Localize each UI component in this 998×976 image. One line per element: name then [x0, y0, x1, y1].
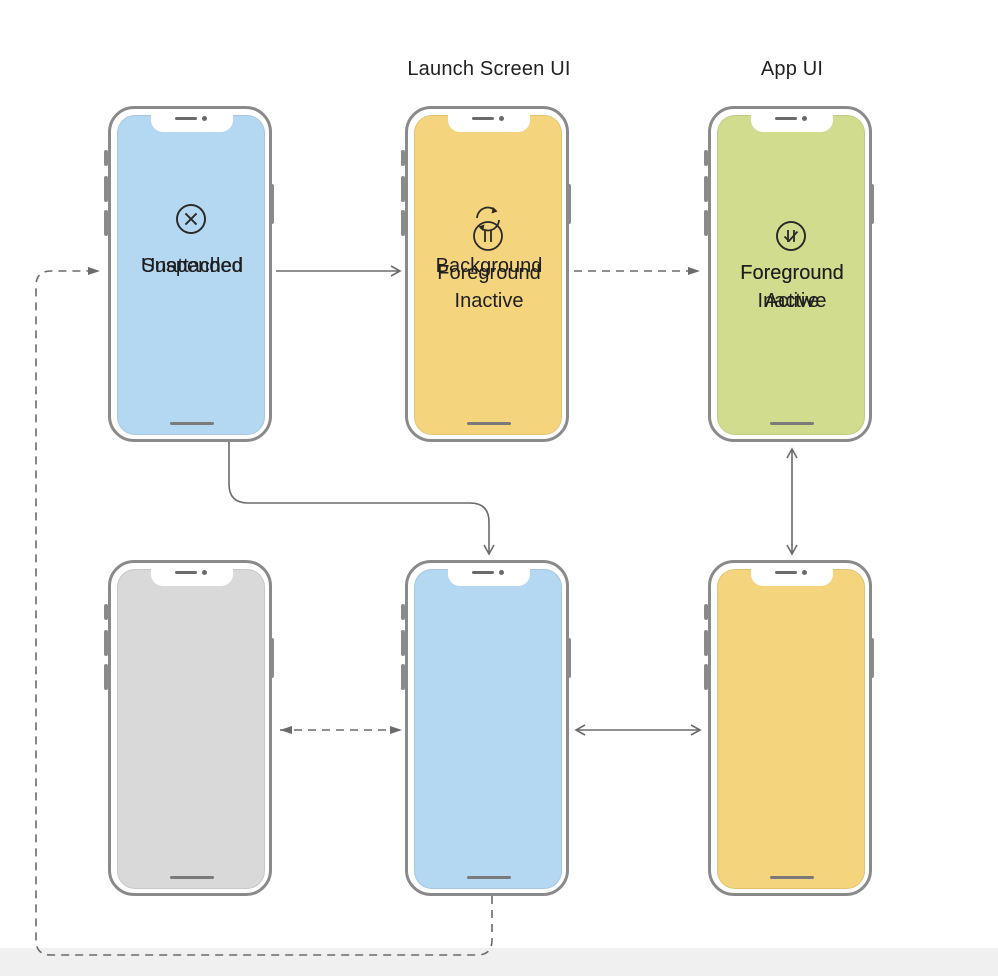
volume-down-button [104, 210, 108, 236]
state-label-line1: Background [435, 255, 543, 277]
state-label-line1: Foreground [740, 262, 844, 284]
state-label-line2: Inactive [757, 290, 827, 312]
volume-up-button [704, 630, 708, 656]
volume-down-button [104, 664, 108, 690]
volume-up-button [704, 176, 708, 202]
side-button [270, 638, 274, 678]
phone-screen [414, 115, 562, 435]
volume-switch [704, 604, 708, 620]
phone-notch [448, 568, 530, 586]
front-camera [202, 116, 207, 121]
front-camera [802, 116, 807, 121]
side-button [870, 184, 874, 224]
volume-down-button [704, 664, 708, 690]
bottom-band [0, 948, 998, 976]
phone-screen [117, 569, 265, 889]
phone-notch [751, 114, 833, 132]
speaker-grille [775, 571, 797, 574]
volume-down-button [704, 210, 708, 236]
phone-suspended: Suspended [104, 204, 274, 896]
phone-foreground-inactive-bottom: Foreground Inactive [704, 221, 874, 896]
speaker-grille [175, 117, 197, 120]
volume-switch [704, 150, 708, 166]
side-button [870, 638, 874, 678]
volume-down-button [401, 210, 405, 236]
side-button [567, 184, 571, 224]
heading-app-ui: App UI [760, 58, 824, 80]
side-button [270, 184, 274, 224]
phone-notch [151, 114, 233, 132]
state-label-line1: Suspended [141, 255, 243, 277]
speaker-grille [775, 117, 797, 120]
connector-unattached-to-background [228, 441, 495, 556]
home-indicator [770, 876, 814, 879]
pause-circle-icon [774, 219, 808, 253]
volume-switch [401, 604, 405, 620]
front-camera [499, 116, 504, 121]
phone-background: Background [401, 206, 571, 896]
speaker-grille [472, 571, 494, 574]
phone-foreground-active: Foreground Active [704, 106, 874, 442]
speaker-grille [472, 117, 494, 120]
phone-notch [448, 114, 530, 132]
front-camera [202, 570, 207, 575]
volume-up-button [104, 630, 108, 656]
phone-screen [717, 569, 865, 889]
volume-up-button [104, 176, 108, 202]
state-label-line2: Active [764, 290, 820, 312]
phone-screen [414, 569, 562, 889]
heading-launch-screen-ui: Launch Screen UI [407, 58, 571, 80]
state-label-line2: Inactive [454, 290, 524, 312]
home-indicator [170, 422, 214, 425]
state-label-line1: Unattached [140, 255, 244, 277]
volume-switch [401, 150, 405, 166]
front-camera [499, 570, 504, 575]
phone-notch [751, 568, 833, 586]
front-camera [802, 570, 807, 575]
volume-switch [104, 604, 108, 620]
home-indicator [467, 422, 511, 425]
volume-up-button [401, 176, 405, 202]
phone-screen [717, 115, 865, 435]
phone-foreground-inactive-top: Foreground Inactive [401, 106, 571, 442]
volume-up-button [401, 630, 405, 656]
x-circle-icon [174, 202, 208, 236]
connector-background-to-unattached [35, 267, 493, 956]
pause-circle-icon [471, 219, 505, 253]
phone-unattached: Unattached [104, 106, 274, 442]
phone-screen [117, 115, 265, 435]
home-indicator [467, 876, 511, 879]
volume-down-button [401, 664, 405, 690]
state-label-line1: Foreground [437, 262, 541, 284]
volume-switch [104, 150, 108, 166]
home-indicator [170, 876, 214, 879]
home-indicator [770, 422, 814, 425]
state-label-line1: Foreground [740, 262, 844, 284]
side-button [567, 638, 571, 678]
refresh-arrows-icon [471, 202, 505, 236]
phone-notch [151, 568, 233, 586]
speaker-grille [175, 571, 197, 574]
